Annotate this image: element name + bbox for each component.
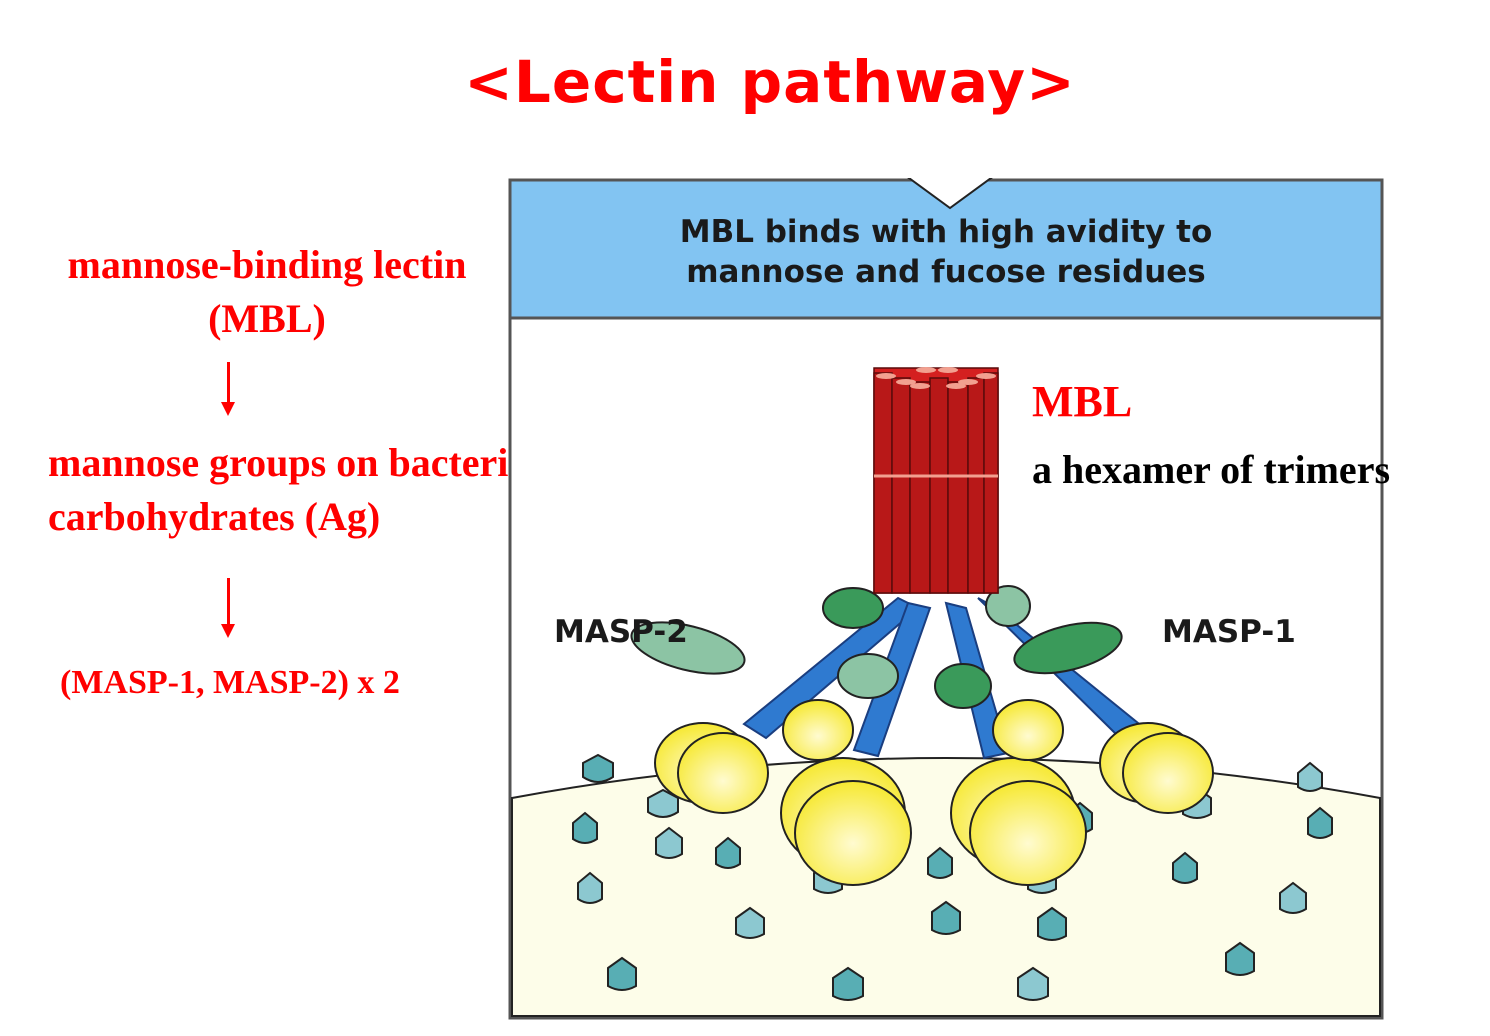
masp2-domain bbox=[630, 621, 746, 675]
mbl-abbrev: (MBL) bbox=[208, 296, 326, 341]
masp2-domain bbox=[837, 653, 899, 699]
sugar-residue bbox=[1017, 966, 1049, 1001]
antigen-line-2: carbohydrates (Ag) bbox=[48, 494, 381, 539]
sugar-residue bbox=[927, 846, 953, 879]
sugar-residue bbox=[1279, 881, 1307, 914]
sugar-residue bbox=[1225, 941, 1255, 976]
crd-head bbox=[794, 780, 912, 886]
mbl-annotation: MBL bbox=[1032, 377, 1133, 426]
page-title: <Lectin pathway> bbox=[464, 48, 1076, 116]
sugar-residue bbox=[735, 906, 765, 939]
sugar-residues bbox=[572, 753, 1333, 1001]
sugar-residue bbox=[1297, 761, 1323, 792]
antigen-line-1: mannose groups on bacteria bbox=[48, 440, 529, 485]
sugar-residue bbox=[1037, 906, 1067, 941]
masp1-domain bbox=[1013, 621, 1123, 675]
sugar-residue bbox=[655, 826, 683, 859]
carbohydrate-recognition-domains bbox=[654, 699, 1214, 886]
masp2-domain bbox=[985, 585, 1031, 627]
crd-head bbox=[677, 732, 769, 814]
sugar-residue bbox=[1307, 806, 1333, 839]
sugar-residue bbox=[832, 966, 864, 1001]
antigen-description: mannose groups on bacteria carbohydrates… bbox=[48, 436, 528, 544]
sugar-residue bbox=[1172, 851, 1198, 884]
mbl-fullname: mannose-binding lectin bbox=[67, 242, 467, 287]
masp2-label: MASP-2 bbox=[554, 614, 688, 650]
down-arrow-icon bbox=[221, 578, 235, 638]
figure-illustration bbox=[508, 150, 1384, 1020]
bacterial-surface bbox=[511, 757, 1381, 1017]
crd-head bbox=[782, 699, 854, 761]
mbl-definition: mannose-binding lectin (MBL) bbox=[22, 238, 512, 346]
down-arrow-icon bbox=[221, 362, 235, 416]
crd-head bbox=[992, 699, 1064, 761]
sugar-residue bbox=[931, 900, 961, 935]
masp1-domain bbox=[934, 663, 992, 709]
crd-head bbox=[1122, 732, 1214, 814]
sugar-residue bbox=[715, 836, 741, 869]
masp1-domain bbox=[822, 587, 884, 629]
masp-description: (MASP-1, MASP-2) x 2 bbox=[60, 664, 400, 701]
hexamer-annotation: a hexamer of trimers bbox=[1032, 447, 1391, 492]
sugar-residue bbox=[577, 871, 603, 904]
crd-head bbox=[969, 780, 1087, 886]
sugar-residue bbox=[572, 811, 598, 844]
sugar-residue bbox=[582, 753, 614, 783]
figure-header: MBL binds with high avidity to mannose a… bbox=[508, 212, 1384, 292]
figure-header-line-2: mannose and fucose residues bbox=[686, 254, 1206, 290]
mbl-hexamer bbox=[873, 367, 999, 594]
sugar-residue bbox=[647, 788, 679, 818]
masp1-label: MASP-1 bbox=[1162, 614, 1296, 650]
figure-header-line-1: MBL binds with high avidity to bbox=[679, 214, 1213, 250]
sugar-residue bbox=[607, 956, 637, 991]
lectin-pathway-figure: MBL binds with high avidity to mannose a… bbox=[508, 150, 1384, 1020]
